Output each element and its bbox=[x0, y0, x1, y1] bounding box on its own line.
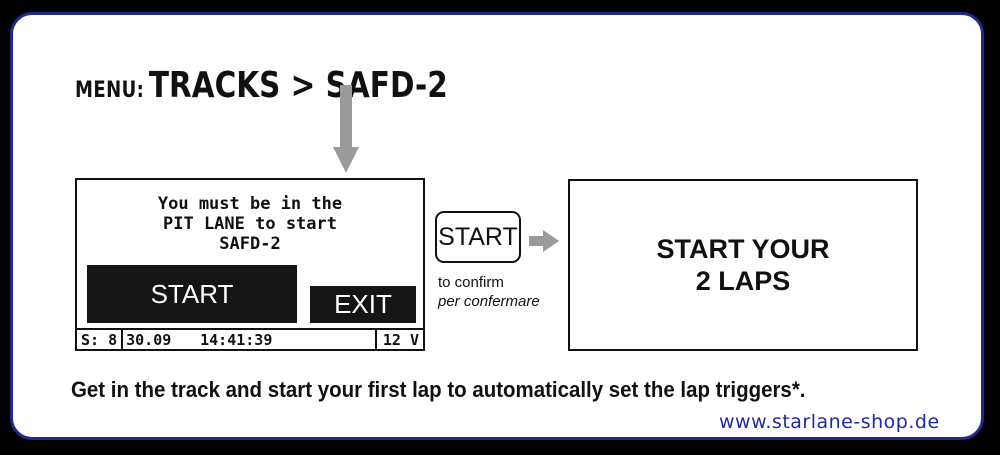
device-screen: You must be in the PIT LANE to start SAF… bbox=[75, 178, 425, 351]
status-voltage: 12 V bbox=[374, 330, 423, 349]
result-line: START YOUR bbox=[656, 234, 830, 264]
result-screen: START YOUR 2 LAPS bbox=[568, 179, 918, 351]
status-bar: S: 8 30.09 14:41:39 12 V bbox=[77, 328, 423, 349]
screen-message: You must be in the PIT LANE to start SAF… bbox=[77, 194, 423, 254]
status-time: 14:41:39 bbox=[200, 330, 273, 349]
menu-prefix: MENU: bbox=[75, 78, 145, 103]
screen-exit-button[interactable]: EXIT bbox=[310, 286, 416, 323]
confirm-hint-en: to confirm bbox=[438, 274, 504, 291]
confirm-hint-it: per confermare bbox=[438, 293, 540, 310]
result-line: 2 LAPS bbox=[695, 266, 791, 296]
down-arrow-icon bbox=[333, 85, 359, 173]
screen-message-line: You must be in the bbox=[157, 194, 343, 214]
screen-message-line: PIT LANE to start bbox=[163, 214, 337, 234]
hardware-start-button[interactable]: START bbox=[435, 211, 521, 263]
website-link[interactable]: www.starlane-shop.de bbox=[719, 411, 940, 433]
menu-path-title: MENU: TRACKS > SAFD-2 bbox=[75, 65, 448, 106]
instructions-text: Get in the track and start your first la… bbox=[71, 377, 806, 402]
status-date: 30.09 bbox=[126, 330, 172, 349]
menu-path: TRACKS > SAFD-2 bbox=[148, 65, 448, 106]
status-satellites: S: 8 bbox=[77, 330, 124, 349]
instruction-card: MENU: TRACKS > SAFD-2 You must be in the… bbox=[10, 12, 984, 440]
screen-start-button[interactable]: START bbox=[87, 265, 297, 323]
right-arrow-icon bbox=[529, 230, 559, 252]
screen-message-line: SAFD-2 bbox=[219, 234, 281, 254]
